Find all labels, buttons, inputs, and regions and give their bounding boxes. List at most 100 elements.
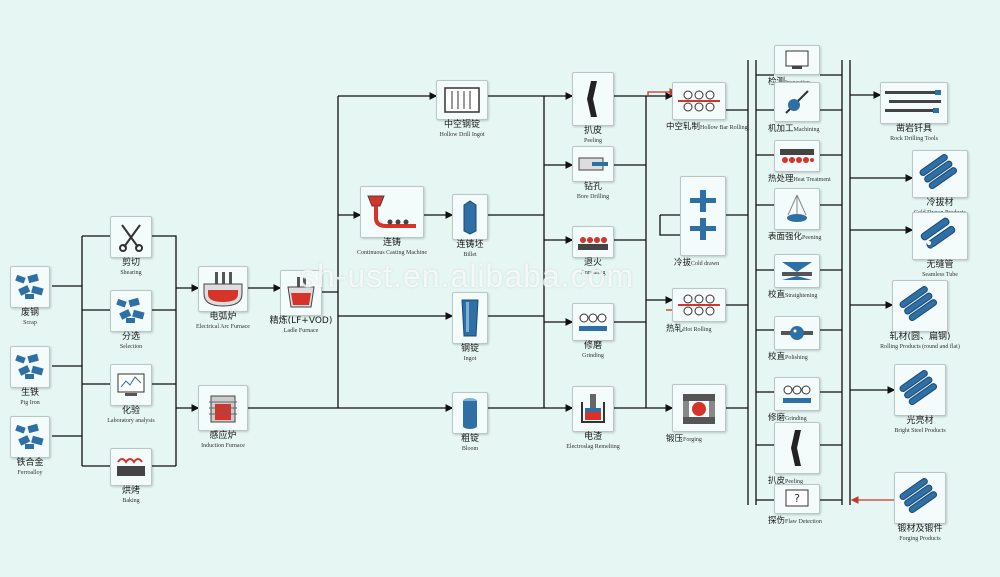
label-zh: 光亮材 <box>906 416 934 426</box>
label-en: Forging Products <box>899 536 941 542</box>
label-en: Annealing <box>580 270 606 276</box>
scrap-icon <box>13 272 47 302</box>
label-en: Hollow Bar Rolling <box>700 125 748 131</box>
label-en: Peening <box>802 235 822 241</box>
scissors-icon <box>116 221 146 253</box>
bloom-icon <box>460 396 480 430</box>
label-en: Hot Rolling <box>683 327 712 333</box>
node-label: 剪切 Shearing <box>84 258 178 278</box>
label-zh: 钻孔 <box>583 182 602 192</box>
label-en: Pig Iron <box>20 400 40 406</box>
bright-steel-box <box>894 364 946 416</box>
polishing-box <box>774 316 820 350</box>
cold-drawn-box <box>680 176 726 256</box>
cold-drawn-icon <box>686 186 720 246</box>
label-en: Shearing <box>120 270 142 276</box>
node-label: 校直Polishing <box>768 350 808 362</box>
label-zh: 电弧炉 <box>209 312 237 322</box>
induction-box <box>198 385 248 431</box>
label-zh: 轧材(圆、扁钢) <box>889 332 951 342</box>
ladle-box <box>280 270 322 316</box>
node-label: 中空轧制Hollow Bar Rolling <box>666 120 748 132</box>
label-en: Grinding <box>582 353 604 359</box>
ingot-box <box>452 292 488 344</box>
hot-rolling-box <box>672 288 726 322</box>
ingot-icon <box>458 296 482 340</box>
grinding2-box <box>774 377 820 411</box>
label-en: Selection <box>119 344 143 350</box>
hollow-ingot-icon <box>442 85 482 115</box>
ferroalloy-icon <box>13 422 47 452</box>
svg-text:?: ? <box>794 492 800 505</box>
label-en: Peeling <box>584 138 602 144</box>
label-zh: 剪切 <box>121 258 140 268</box>
shearing-box <box>110 216 152 258</box>
label-zh: 化验 <box>121 406 140 416</box>
label-zh: 锻压 <box>666 434 684 444</box>
heat-treatment-icon <box>778 145 816 167</box>
node-label: 精炼(LF+VOD) Ladle Furnace <box>254 316 348 336</box>
peening-icon <box>782 193 812 225</box>
esr-box <box>572 386 614 432</box>
label-zh: 无缝管 <box>926 260 954 270</box>
node-label: 冷拔Cold drawn <box>674 256 719 268</box>
arc-furnace-icon <box>201 270 245 308</box>
forging-icon <box>679 390 719 426</box>
label-zh: 冷拔材 <box>926 198 954 208</box>
baking-box <box>110 448 152 486</box>
selection-icon <box>114 296 148 326</box>
label-zh: 校直 <box>768 352 786 362</box>
label-en: Ladle Furnace <box>283 328 319 334</box>
label-en: Bore Drilling <box>576 194 610 200</box>
pig-iron-box <box>10 346 50 388</box>
label-en: Continuous Casting Machine <box>357 250 427 256</box>
bloom-box <box>452 392 488 434</box>
label-zh: 钢锭 <box>460 344 479 354</box>
machining-icon <box>782 87 812 117</box>
peening-box <box>774 188 820 230</box>
scrap-box <box>10 266 50 308</box>
cold-products-box <box>912 150 968 198</box>
flaw-box: ? <box>774 484 820 514</box>
casting-machine-icon <box>364 192 420 232</box>
label-en: Induction Furnace <box>201 443 245 449</box>
label-en: Electroslag Remelting <box>566 444 620 450</box>
label-zh: 中空钢锭 <box>443 120 480 130</box>
label-en: Bright Steel Products <box>894 428 946 434</box>
label-en: Straightening <box>785 293 818 299</box>
node-label: 校直Straightening <box>768 288 817 300</box>
eaf-box <box>198 266 248 312</box>
label-zh: 修磨 <box>768 413 786 423</box>
drill-icon <box>576 153 610 175</box>
hollow-ingot-box <box>436 80 488 120</box>
grinding-icon <box>780 381 814 407</box>
label-zh: 热处理 <box>768 174 794 184</box>
bars-icon <box>918 154 962 194</box>
label-en: Ingot <box>463 356 477 362</box>
pig-iron-icon <box>13 352 47 382</box>
label-en: Cold drawn <box>691 261 720 267</box>
label-zh: 退火 <box>583 258 602 268</box>
label-zh: 探伤 <box>768 516 786 526</box>
bars-icon <box>898 286 942 326</box>
label-en: Rolling Products (round and flat) <box>880 344 960 350</box>
label-zh: 精炼(LF+VOD) <box>269 316 333 326</box>
laboratory-box <box>110 364 152 406</box>
peeling2-box <box>774 422 820 474</box>
electroslag-icon <box>578 392 608 426</box>
billet-icon <box>460 199 480 235</box>
peeling-icon <box>583 79 603 119</box>
ccm-box <box>360 186 424 238</box>
straightening-icon <box>778 258 816 284</box>
